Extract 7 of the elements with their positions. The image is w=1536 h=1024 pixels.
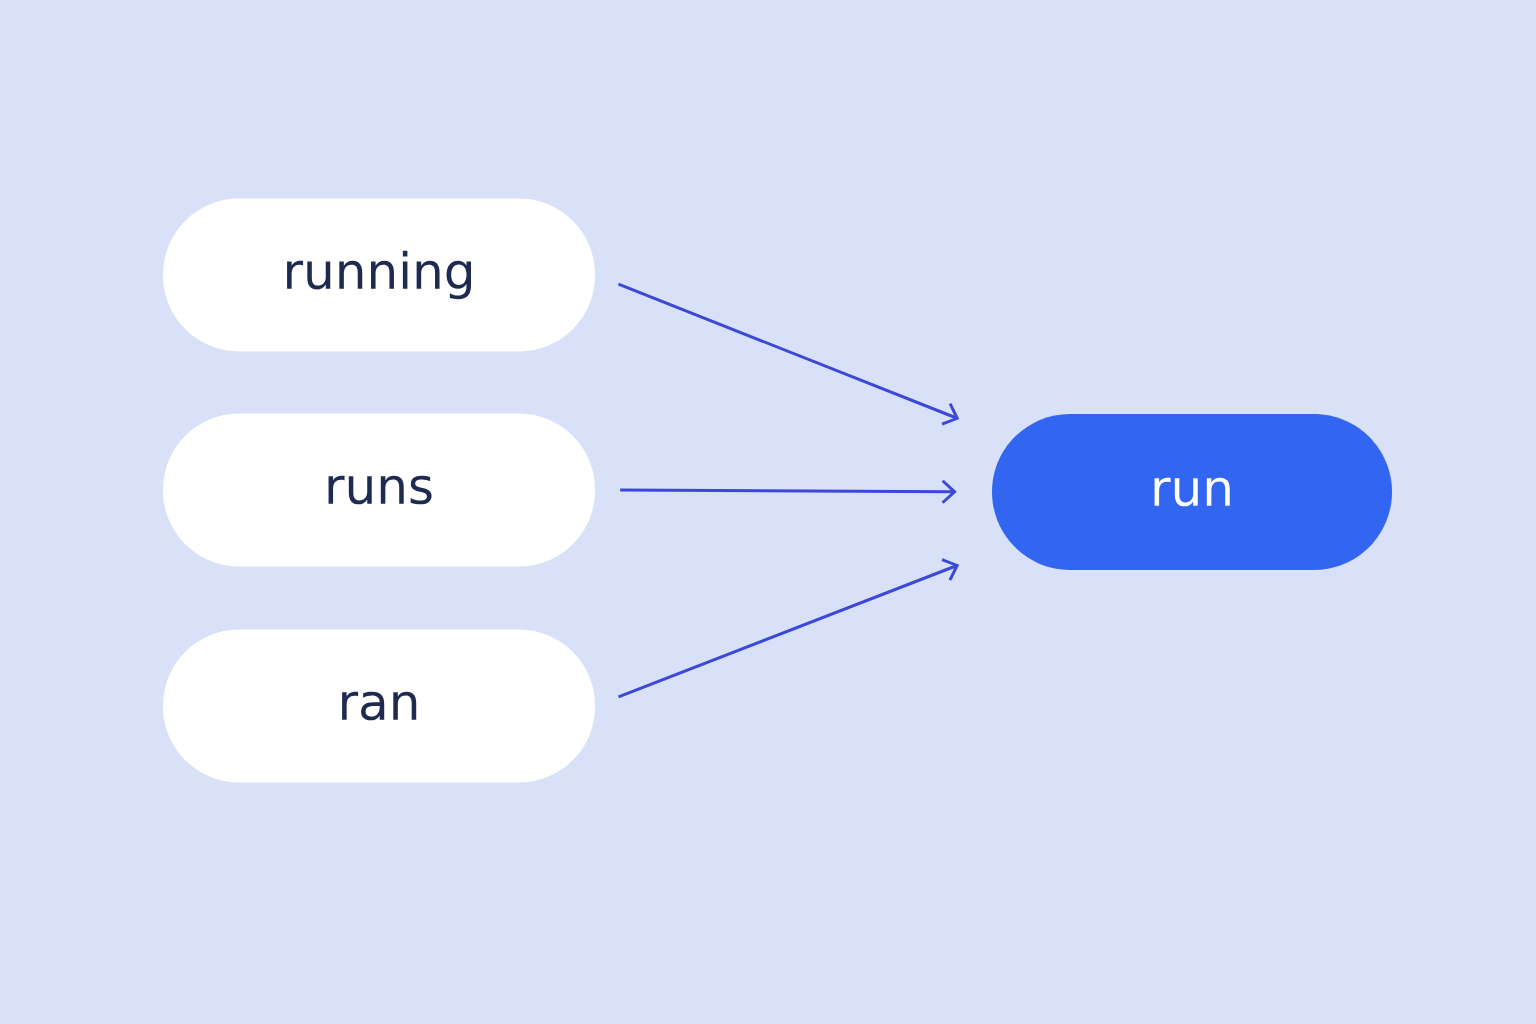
arrow [617,282,960,426]
word-pill: running [163,198,595,352]
arrow [617,558,960,699]
word-pill: runs [163,413,595,567]
word-pill: ran [163,629,595,783]
arrow [620,479,957,504]
highlighted-pill: run [992,414,1392,570]
